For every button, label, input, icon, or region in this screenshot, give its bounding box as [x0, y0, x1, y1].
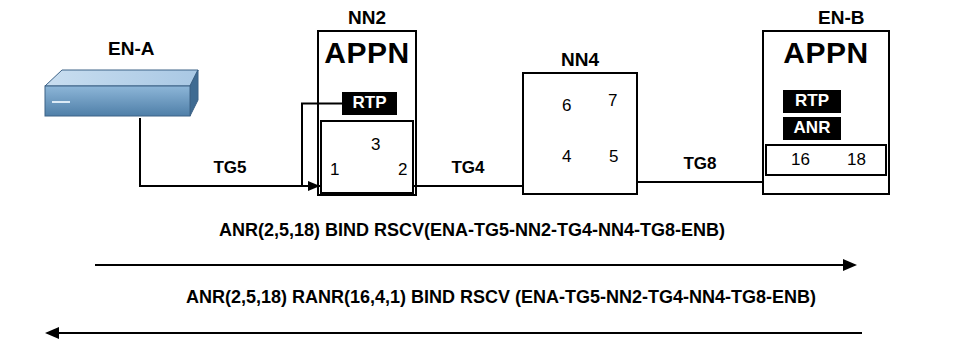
edge-label: TG8	[683, 154, 716, 174]
device-node: EN-A	[40, 66, 200, 118]
flow-label: ANR(2,5,18) RANR(16,4,1) BIND RSCV (ENA-…	[186, 287, 816, 308]
port-number: 5	[609, 147, 618, 167]
network-node: NN46745	[522, 72, 638, 195]
device-icon	[45, 70, 198, 116]
port-box: 3 1 2	[320, 120, 414, 194]
appn-node: NN2APPNRTP312	[317, 30, 417, 196]
flow-arrow	[45, 327, 862, 339]
node-heading: NN2	[299, 7, 435, 29]
tag-text: RTP	[322, 93, 417, 113]
appn-title: APPN	[744, 36, 908, 71]
node-heading: EN-B	[818, 7, 864, 29]
node-heading: NN4	[504, 49, 656, 71]
node-heading: EN-A	[108, 38, 154, 60]
port-number: 7	[608, 91, 617, 111]
anr-tag: ANR	[783, 117, 841, 140]
connector	[302, 104, 342, 192]
rtp-tag: RTP	[783, 90, 841, 113]
appn-title: APPN	[299, 36, 435, 71]
appn-node: EN-BAPPNRTPANR1618	[762, 30, 890, 195]
port-number: 4	[562, 147, 571, 167]
port-box: 1618	[765, 144, 887, 176]
port-number: 6	[562, 96, 571, 116]
port-number: 1	[330, 160, 339, 180]
port-number: 2	[398, 160, 407, 180]
rtp-tag: RTP	[342, 92, 397, 115]
flow-label: ANR(2,5,18) BIND RSCV(ENA-TG5-NN2-TG4-NN…	[219, 220, 725, 241]
flow-arrow	[95, 259, 857, 271]
port-number: 18	[847, 150, 866, 170]
edge-label: TG5	[213, 158, 246, 178]
connector	[638, 182, 762, 183]
port-number: 16	[791, 150, 810, 170]
connector	[414, 186, 522, 187]
port-number: 3	[371, 135, 380, 155]
tag-text: RTP	[763, 91, 861, 111]
edge-label: TG4	[451, 158, 484, 178]
connector	[140, 118, 320, 186]
tag-text: ANR	[763, 118, 861, 138]
